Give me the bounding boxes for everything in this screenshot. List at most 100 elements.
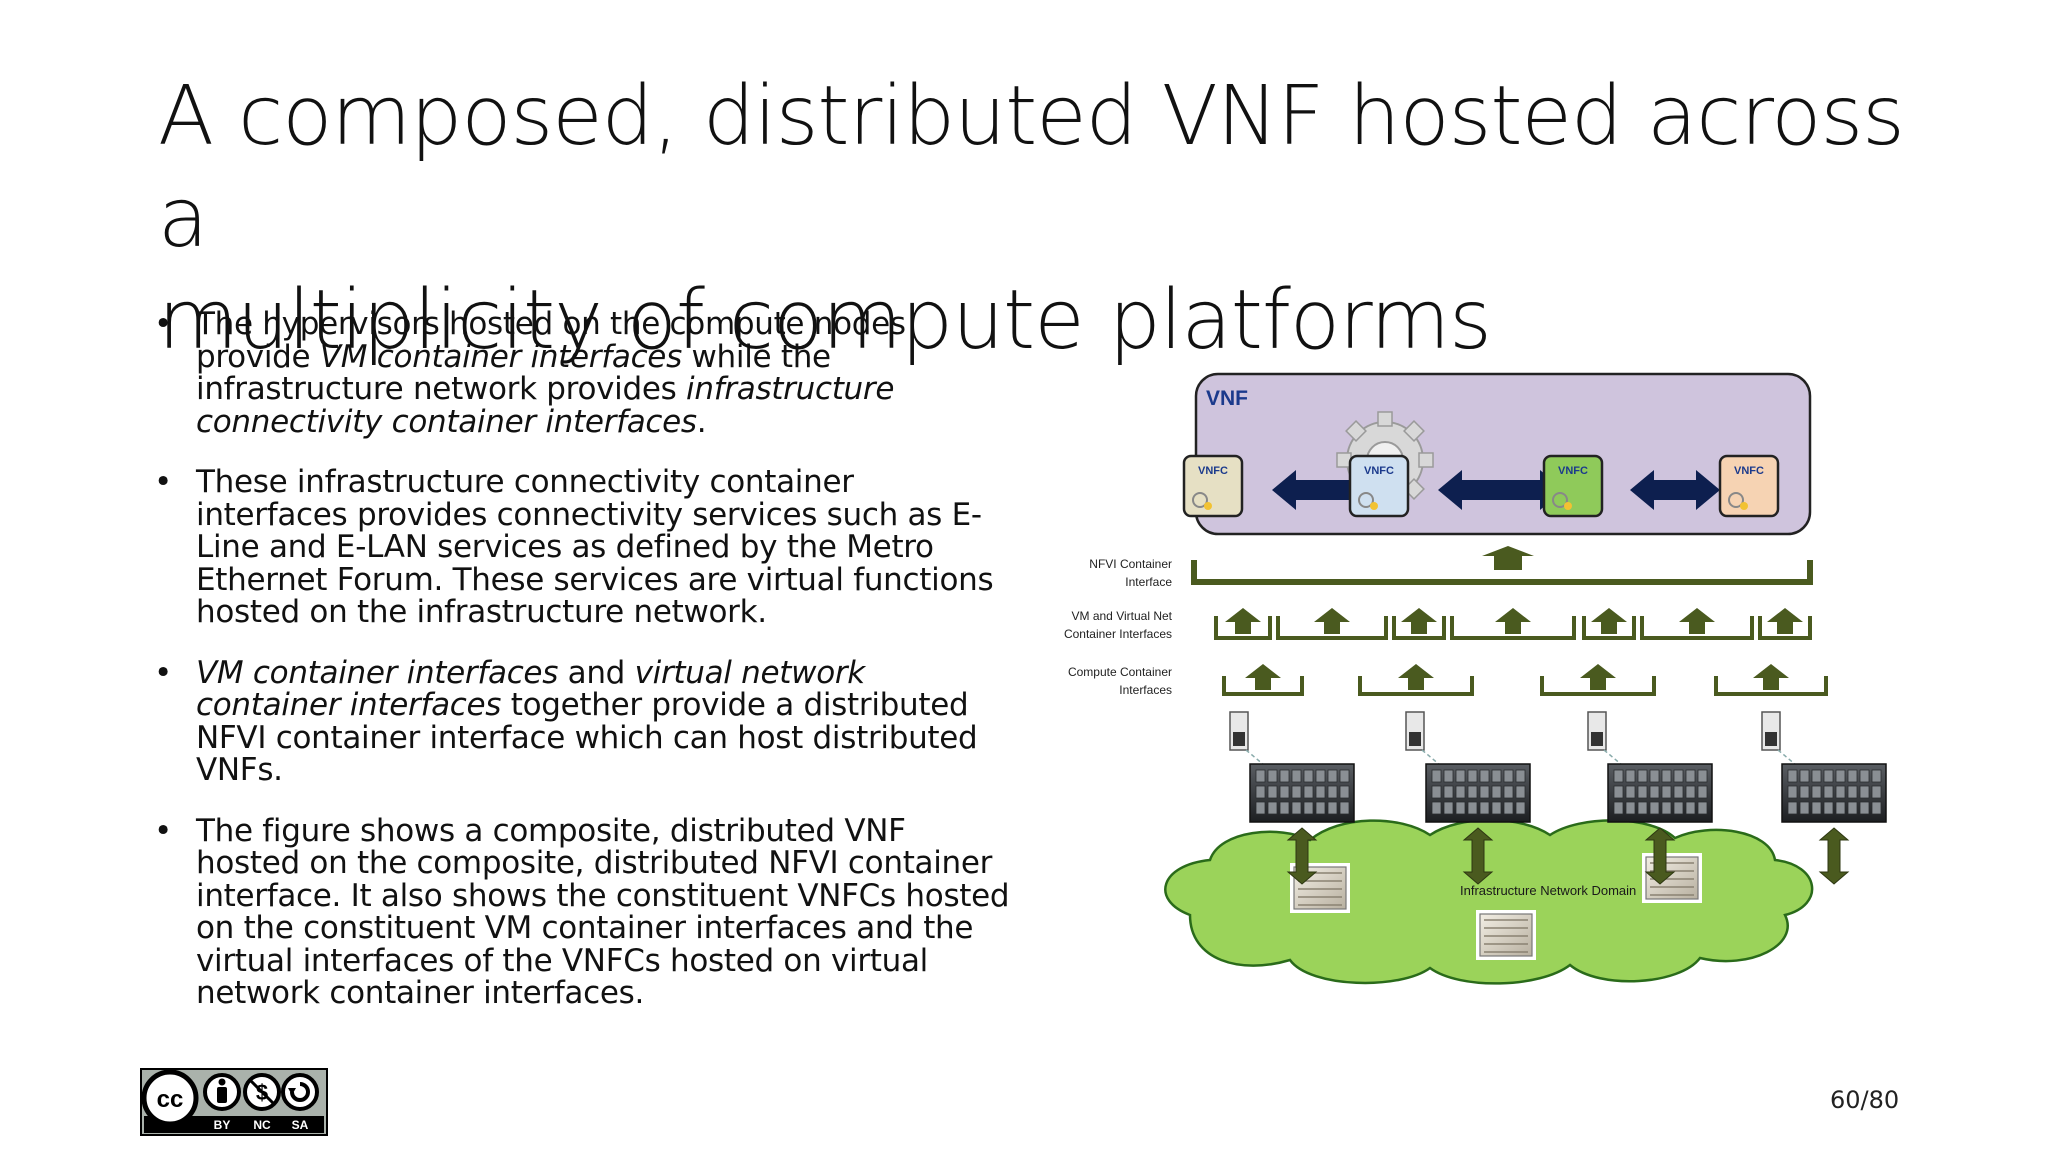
server-chassis-icon [1781,763,1887,823]
bullet-text: together provide a distributed NFVI cont… [196,687,978,788]
bullet-item: • The hypervisors hosted on the compute n… [150,308,1010,438]
bullet-text: . [696,403,707,440]
cc-icon [141,1069,199,1127]
bullet-item: • These infrastructure connectivity conta… [150,466,1010,629]
by-label: BY [214,1118,231,1132]
nfvi-label-line-2: Interface [1125,575,1172,589]
compute-nodes [1229,711,1887,885]
server-chassis-icon [1607,763,1713,823]
double-arrow-icon [1286,827,1318,885]
server-chassis-icon [1425,763,1531,823]
bullet-list: • The hypervisors hosted on the compute n… [150,308,1010,1038]
cc-text: cc [157,1086,184,1113]
up-arrow-icon [1767,608,1803,634]
blade-server-icon [1229,711,1271,771]
vnfc-box: VNFC [1182,454,1244,518]
gear-icon [1728,492,1744,508]
vnfc-box: VNFC [1718,454,1780,518]
interface-bracket [1222,676,1304,696]
bullet-text: and [558,654,635,691]
double-arrow-icon [1272,470,1374,510]
vnfc-group: VNFC VNFC VNFC VNFC [1182,454,1780,518]
nfvi-container-bracket [1191,560,1813,585]
interface-bracket [1214,616,1272,640]
gear-icon [1370,502,1378,510]
blade-server-icon [1587,711,1629,771]
bullet-item: •The figure shows a composite, distribut… [150,812,1010,1010]
vnfc-link-arrows [1272,470,1720,510]
double-arrow-icon [1818,827,1850,885]
up-arrow-icon [1482,546,1534,570]
up-arrow-icon [1753,664,1789,690]
server-chassis-icon [1249,763,1355,823]
double-arrow-icon [1438,470,1564,510]
up-arrow-icon [1245,664,1281,690]
bullet-italic-text: infrastructure connectivity container in… [196,371,895,440]
gear-icon [1552,492,1568,508]
double-arrow-icon [1462,827,1494,885]
compute-label-line-1: Compute Container [1068,665,1172,679]
double-arrow-icon [1644,827,1676,885]
up-arrow-icon [1591,608,1627,634]
network-switch-icon [1476,910,1536,960]
vnfc-label: VNFC [1734,465,1764,477]
vnfc-label: VNFC [1198,465,1228,477]
blade-server-icon [1761,711,1803,771]
vnf-label: VNF [1206,387,1248,410]
compute-label-line-2: Interfaces [1119,683,1172,697]
vnfc-label: VNFC [1364,465,1394,477]
gear-icon [1740,502,1748,510]
bullet-text: The hypervisors hosted on the compute no… [196,306,906,375]
interface-bracket [1582,616,1636,640]
vm-label-line-2: Container Interfaces [1064,627,1172,641]
bullet-dot: • [154,464,172,500]
title-line-1: A composed, distributed VNF hosted acros… [158,69,1905,266]
interface-bracket [1540,676,1656,696]
nfvi-diagram: VNF VNFC VNFC VNFC VNFC NFVI Container Inte… [1064,372,1887,985]
bullet-item: • VM container interfaces and virtual net… [150,654,1010,788]
network-domain-label: Infrastructure Network Domain [1460,883,1636,898]
nfvi-label-line-1: NFVI Container [1089,557,1172,571]
bullet-italic-text: VM container interfaces [196,654,559,691]
interface-bracket [1276,616,1388,640]
gear-icon [1204,502,1212,510]
sa-share-icon [281,1073,319,1111]
vnf-box [1194,372,1812,536]
interface-bracket [1714,676,1828,696]
bullet-text: These infrastructure connectivity contai… [196,464,994,630]
interface-bracket [1758,616,1812,640]
vnfc-box: VNFC [1348,454,1410,518]
bullet-dot: • [154,812,172,849]
title-line-2: multiplicity of compute platforms [158,273,1492,368]
up-arrow-icon [1580,664,1616,690]
nc-label: NC [253,1118,271,1132]
up-arrow-icon [1398,664,1434,690]
network-switches [1290,853,1702,960]
up-arrow-icon [1401,608,1437,634]
interface-bracket [1640,616,1754,640]
interface-bracket [1358,676,1474,696]
bullet-italic-text: VM container interfaces [319,338,682,375]
double-arrow-icon [1630,470,1720,510]
network-switch-icon [1642,853,1702,903]
cc-license-badge: cc $ BY NC SA [140,1068,328,1136]
interface-brackets [1214,608,1828,696]
up-arrow-icon [1495,608,1531,634]
gear-icon [1564,502,1572,510]
slide-title: A composed, distributed VNF hosted acros… [158,66,1958,372]
interface-bracket [1392,616,1446,640]
bullet-text: while the infrastructure network provide… [196,338,831,407]
bullet-dot: • [154,306,172,342]
gear-icon [1358,492,1374,508]
vnfc-box: VNFC [1542,454,1604,518]
up-arrow-icon [1679,608,1715,634]
bullet-italic-text: virtual network container interfaces [196,654,865,723]
sa-label: SA [292,1118,309,1132]
bullet-dot: • [154,654,172,691]
blade-server-icon [1405,711,1447,771]
up-arrow-icon [1225,608,1261,634]
vnfc-label: VNFC [1558,465,1588,477]
layer-labels: NFVI Container Interface VM and Virtual … [1064,557,1173,697]
vm-label-line-1: VM and Virtual Net [1072,609,1173,623]
interface-bracket [1450,616,1576,640]
